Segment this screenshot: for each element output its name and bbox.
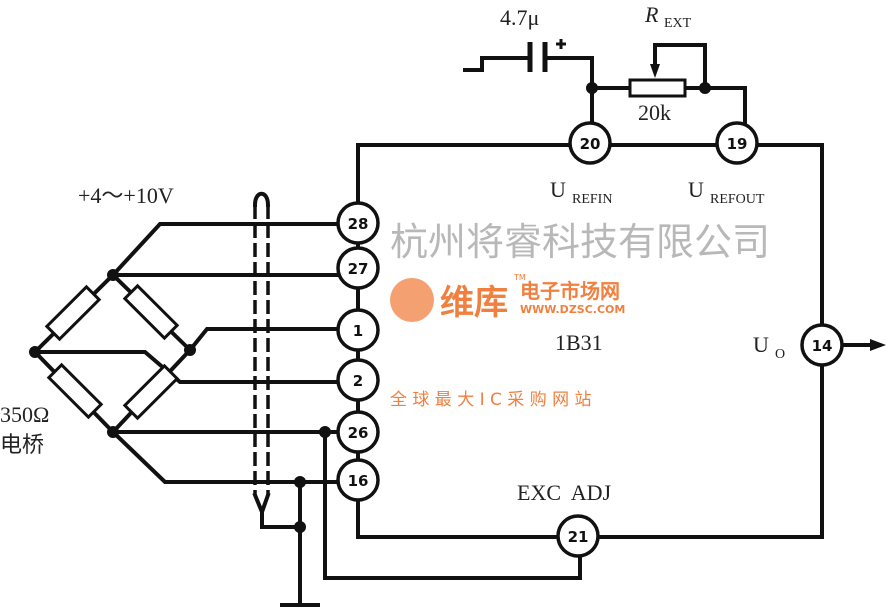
watermark-brand: 维库 bbox=[440, 283, 508, 323]
cable-shield bbox=[253, 205, 270, 495]
pin-1: 1 bbox=[336, 308, 380, 352]
pin-21: 21 bbox=[556, 514, 600, 558]
watermark-logo-icon bbox=[390, 278, 434, 322]
output-arrow-icon bbox=[870, 339, 886, 351]
svg-text:19: 19 bbox=[727, 135, 748, 153]
svg-text:1: 1 bbox=[353, 322, 363, 340]
chip-label: 1B31 bbox=[555, 330, 603, 355]
pin-28: 28 bbox=[336, 201, 380, 245]
uo-label: U bbox=[753, 332, 769, 357]
watermark-slogan: 全 球 最 大 I C 采 购 网 站 bbox=[390, 390, 592, 410]
pin-27: 27 bbox=[336, 246, 380, 290]
svg-text:27: 27 bbox=[348, 260, 369, 278]
urefout-label: U bbox=[688, 177, 704, 202]
uo-sub: O bbox=[775, 347, 785, 362]
supply-label: +4～+10V bbox=[78, 183, 174, 208]
svg-text:28: 28 bbox=[348, 215, 369, 233]
capacitor-label: 4.7μ bbox=[500, 5, 539, 30]
bridge-label: 350Ω bbox=[0, 402, 49, 427]
resistor-name: R bbox=[644, 2, 659, 27]
pin-20: 20 bbox=[568, 121, 612, 165]
junctions bbox=[29, 82, 711, 533]
svg-text:14: 14 bbox=[812, 337, 833, 355]
bridge-label-cn: 电桥 bbox=[0, 432, 44, 457]
watermark-url: WWW.DZSC.COM bbox=[520, 303, 625, 316]
urefin-label: U bbox=[550, 177, 566, 202]
exc-adj-label: EXC ADJ bbox=[517, 480, 612, 505]
wires bbox=[29, 39, 886, 607]
pin-16: 16 bbox=[336, 458, 380, 502]
svg-text:26: 26 bbox=[348, 424, 369, 442]
watermark: 杭州将睿科技有限公司 维库 TM 电子市场网 WWW.DZSC.COM 全 球 … bbox=[390, 220, 770, 410]
pin-2: 2 bbox=[336, 358, 380, 402]
potentiometer bbox=[628, 78, 687, 98]
plus-icon bbox=[556, 39, 566, 49]
pin-19: 19 bbox=[715, 121, 759, 165]
urefin-sub: REFIN bbox=[572, 192, 612, 207]
resistor-value: 20k bbox=[638, 100, 671, 125]
pin-26: 26 bbox=[336, 410, 380, 454]
watermark-brand2: 电子市场网 bbox=[520, 279, 620, 303]
svg-text:21: 21 bbox=[568, 528, 589, 546]
pin-14: 14 bbox=[800, 323, 844, 367]
svg-text:16: 16 bbox=[348, 472, 369, 490]
resistor-name-sub: EXT bbox=[664, 16, 692, 31]
wiper-arrow-icon bbox=[650, 64, 660, 78]
svg-text:20: 20 bbox=[580, 135, 601, 153]
watermark-tm: TM bbox=[513, 273, 526, 282]
svg-text:2: 2 bbox=[353, 372, 363, 390]
urefout-sub: REFOUT bbox=[710, 192, 765, 207]
bridge-resistors bbox=[44, 283, 180, 421]
watermark-company: 杭州将睿科技有限公司 bbox=[390, 220, 770, 264]
